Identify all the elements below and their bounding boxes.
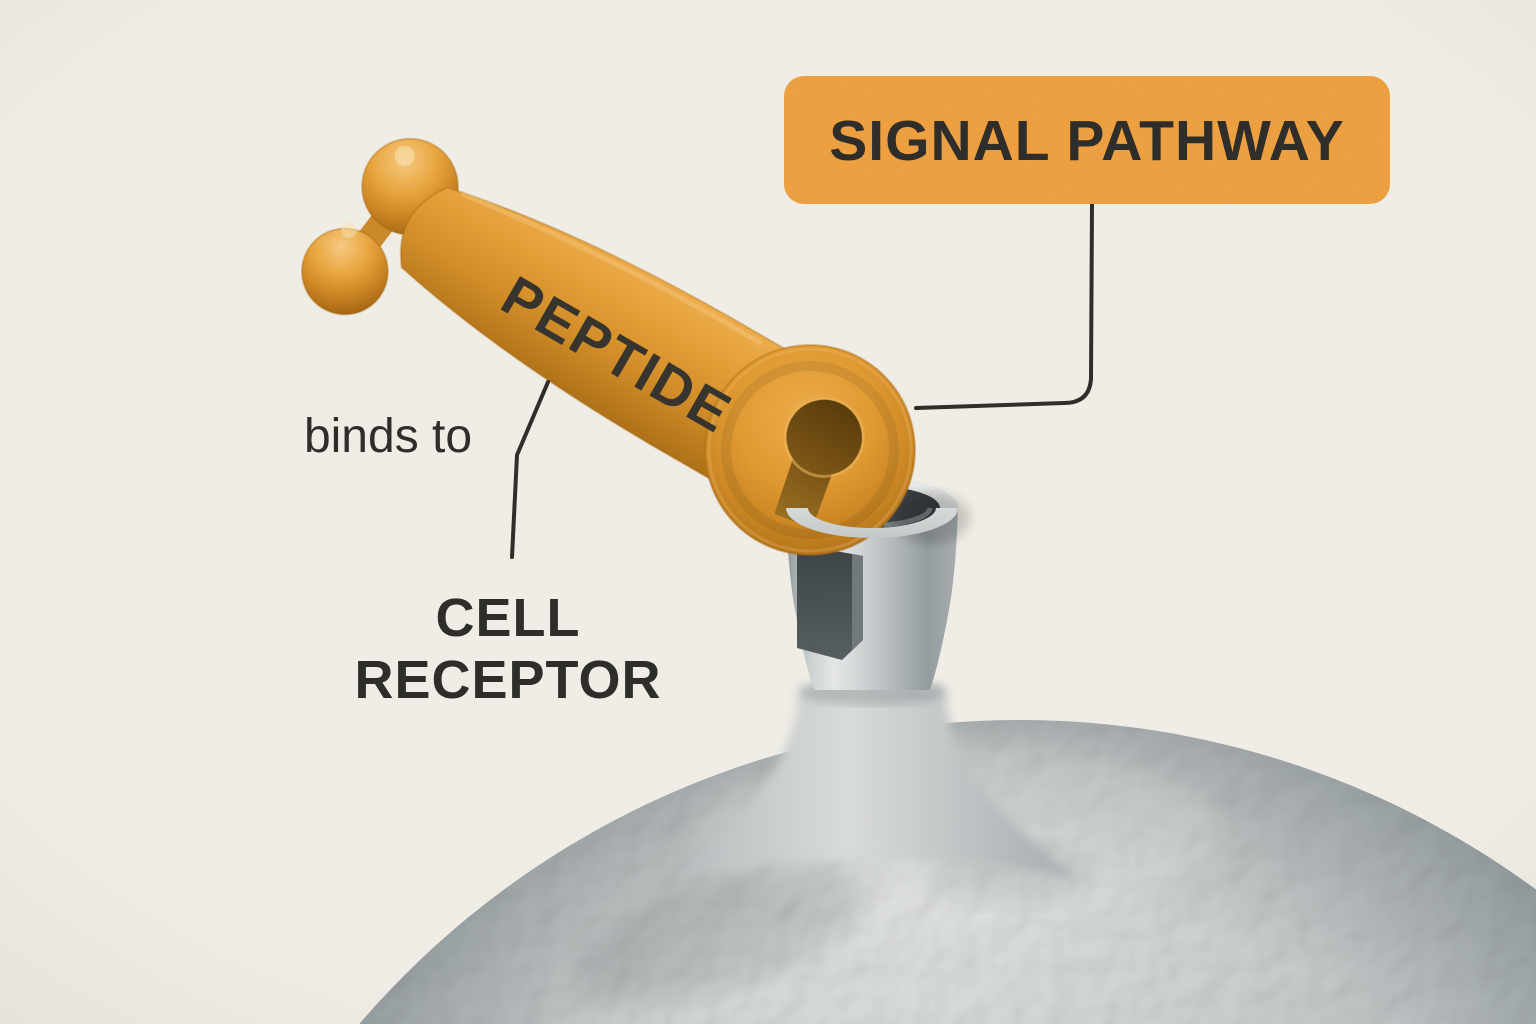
- film-grain-overlay: [0, 0, 1536, 1024]
- illustration-canvas: PEPTIDE SIGNAL PATHWAY binds to CELL REC…: [0, 0, 1536, 1024]
- peptide-receptor-scene: PEPTIDE SIGNAL PATHWAY binds to CELL REC…: [0, 0, 1536, 1024]
